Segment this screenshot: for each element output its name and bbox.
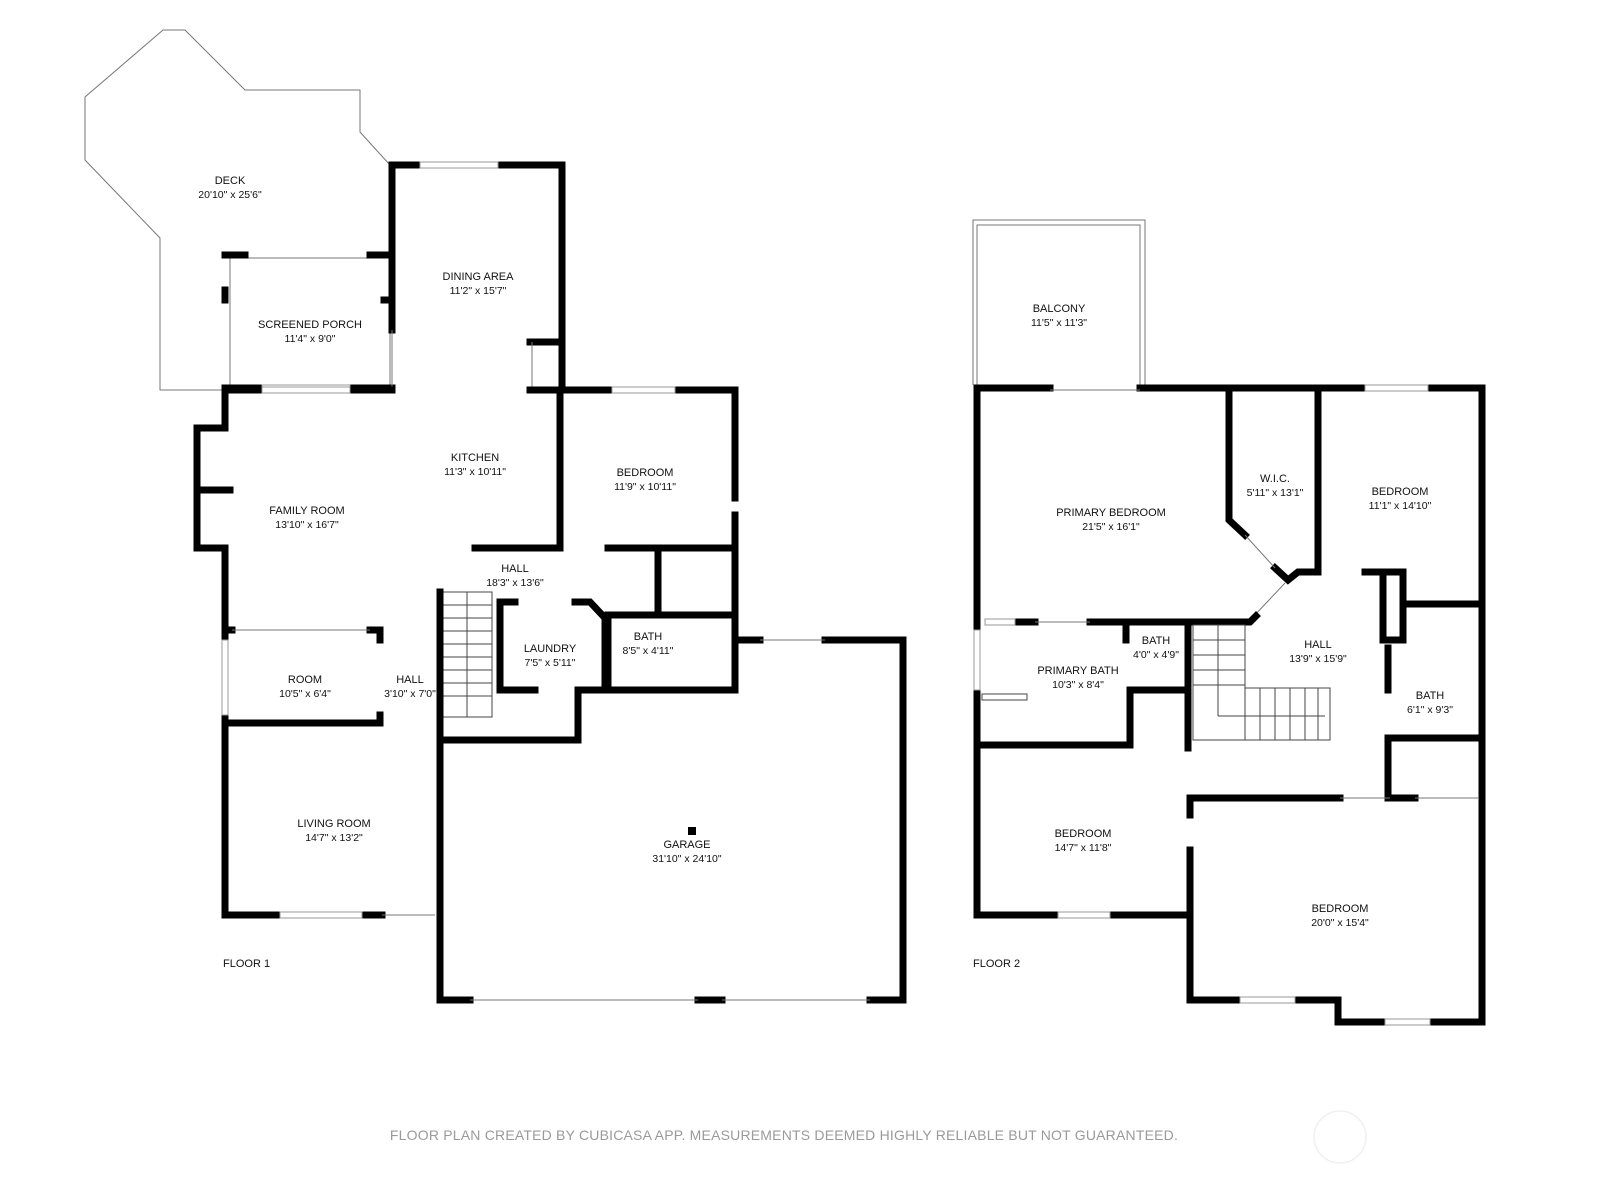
room-dims: 5'11" x 13'1"	[1247, 487, 1304, 499]
balcony-inner	[976, 224, 1141, 385]
room-name: BEDROOM	[1312, 903, 1369, 915]
garage-column	[688, 827, 696, 835]
room-name: PRIMARY BATH	[1037, 665, 1118, 677]
room-dims: 6'1" x 9'3"	[1407, 704, 1453, 716]
room-name: BATH	[1416, 690, 1445, 702]
room-name: HALL	[501, 563, 529, 575]
window	[611, 386, 676, 394]
door	[1252, 582, 1286, 618]
room-name: HALL	[396, 674, 424, 686]
dining-walls	[388, 161, 566, 392]
window	[1239, 996, 1296, 1004]
room-name: SCREENED PORCH	[258, 319, 362, 331]
floor-2-labels: BALCONY 11'5" x 11'3" PRIMARY BEDROOM 21…	[973, 303, 1453, 970]
room-name: DINING AREA	[443, 271, 515, 283]
room-name: DECK	[215, 175, 246, 187]
stairs-floor-2	[1192, 624, 1331, 741]
room-dims: 7'5" x 5'11"	[525, 657, 576, 669]
stairs-floor-1	[441, 591, 493, 718]
room-dims: 13'9" x 15'9"	[1289, 653, 1347, 665]
floor-2-plan	[972, 219, 1486, 1026]
room-name: ROOM	[288, 674, 322, 686]
room-dims: 11'9" x 10'11"	[614, 481, 676, 493]
room-dims: 4'0" x 4'9"	[1133, 649, 1179, 661]
room-dims: 11'5" x 11'3"	[1031, 317, 1087, 329]
garage-walls	[436, 588, 907, 1004]
room-dims: 10'3" x 8'4"	[1052, 679, 1104, 691]
porch-walls	[221, 251, 396, 392]
room-dims: 11'1" x 14'10"	[1369, 500, 1432, 512]
floor-label: FLOOR 1	[223, 958, 270, 970]
laundry-walls	[496, 598, 612, 694]
room-name: LIVING ROOM	[297, 818, 370, 830]
window	[973, 629, 981, 691]
room-dims: 3'10" x 7'0"	[384, 688, 436, 700]
room-dims: 10'5" x 6'4"	[279, 688, 331, 700]
room-dims: 20'10" x 25'6"	[198, 189, 262, 201]
wic-walls	[1225, 386, 1486, 644]
room-name: LAUNDRY	[524, 643, 577, 655]
door	[1244, 534, 1276, 569]
room-dims: 31'10" x 24'10"	[652, 853, 722, 865]
watermark-icon	[1313, 1110, 1367, 1164]
room-dims: 11'3" x 10'11"	[444, 466, 506, 478]
room-name: BATH	[1142, 635, 1171, 647]
window	[1057, 911, 1111, 919]
window	[221, 639, 229, 716]
window	[419, 161, 499, 169]
room-name: GARAGE	[663, 839, 710, 851]
room-dims: 21'5" x 16'1"	[1082, 521, 1140, 533]
room-name: HALL	[1304, 639, 1332, 651]
tub	[981, 693, 1028, 701]
window	[984, 618, 1016, 626]
room-name: PRIMARY BEDROOM	[1056, 507, 1166, 519]
room-name: BATH	[634, 631, 663, 643]
room-dims: 13'10" x 16'7"	[275, 519, 339, 531]
balcony-outline	[972, 219, 1146, 385]
room-dims: 8'5" x 4'11"	[623, 645, 674, 657]
room-name: BALCONY	[1033, 303, 1086, 315]
window	[1364, 384, 1429, 392]
floor-label: FLOOR 2	[973, 958, 1020, 970]
deck-outline	[84, 29, 391, 391]
room-dims: 14'7" x 13'2"	[305, 832, 363, 844]
room-name: BEDROOM	[617, 467, 674, 479]
window	[261, 386, 351, 394]
room-dims: 11'4" x 9'0"	[285, 333, 336, 345]
window	[1384, 1018, 1431, 1026]
room-dims: 18'3" x 13'6"	[486, 577, 544, 589]
room-name: FAMILY ROOM	[269, 505, 344, 517]
floor-1-plan	[84, 29, 907, 1004]
room-name: W.I.C.	[1260, 473, 1290, 485]
room-dims: 20'0" x 15'4"	[1311, 917, 1369, 929]
window	[279, 911, 363, 919]
floor-1-labels: DECK 20'10" x 25'6" SCREENED PORCH 11'4"…	[198, 175, 722, 970]
room-dims: 14'7" x 11'8"	[1055, 842, 1112, 854]
room-name: BEDROOM	[1055, 828, 1112, 840]
room-dims: 11'2" x 15'7"	[450, 285, 507, 297]
room-walls	[221, 626, 384, 727]
interior-walls	[973, 611, 1486, 1004]
room-name: BEDROOM	[1372, 486, 1429, 498]
room-name: KITCHEN	[451, 452, 499, 464]
disclaimer-footer: FLOOR PLAN CREATED BY CUBICASA APP. MEAS…	[390, 1127, 1178, 1143]
